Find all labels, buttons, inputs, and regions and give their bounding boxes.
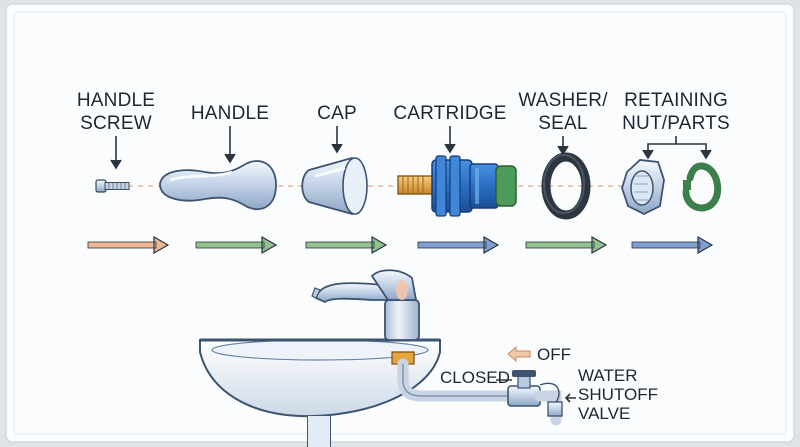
valve-label-line3: VALVE [578,404,630,423]
valve-label-line1: WATER [578,366,638,385]
part-label-handle-screw: HANDLE SCREW [77,90,155,134]
flow-arrow-outline [417,241,487,249]
label-pointers [110,126,712,170]
flow-arrow-outline [305,241,375,249]
handle-screw-icon [95,179,130,193]
water-shutoff-valve-callout: WATER SHUTOFF VALVE [564,366,658,423]
washer-seal-icon [541,152,591,220]
part-label-cartridge: CARTRIDGE [393,103,506,124]
cartridge-icon [397,155,517,217]
flow-arrow-head [371,235,388,255]
part-label-line1: HANDLE [191,103,269,124]
towel-background [5,3,795,443]
flow-arrows [87,235,714,255]
flow-arrow-head [153,235,170,255]
valve-label-line2: SHUTOFF [578,385,658,404]
closed-label: CLOSED [440,368,510,387]
flow-arrow-head [591,235,608,255]
retaining-clip-icon [682,162,722,212]
off-label: OFF [537,345,571,364]
part-label-line1: RETAINING [624,90,728,111]
part-label-cap: CAP [317,103,357,124]
part-label-line2: SEAL [538,113,587,134]
part-label-line1: WASHER/ [518,90,608,111]
part-label-washer-seal: WASHER/ SEAL [518,90,608,134]
decorative-cap-icon [301,157,368,215]
flow-arrow-outline [631,241,701,249]
flow-arrow-head [261,235,278,255]
part-label-retaining-nut-parts: RETAINING NUT/PARTS [622,90,730,134]
part-label-handle: HANDLE [191,103,269,124]
flow-arrow-head [697,235,714,255]
sink-illustration [199,269,563,447]
flow-arrow-outline [525,241,595,249]
part-label-line1: HANDLE [77,90,155,111]
part-label-line2: NUT/PARTS [622,113,730,134]
off-callout: OFF [507,345,571,364]
part-label-line1: CAP [317,103,357,124]
part-label-line2: SCREW [80,113,152,134]
towel-border [13,11,787,435]
flow-arrow-outline [195,241,265,249]
flow-arrow-head [483,235,500,255]
retaining-nut-icon [621,159,665,216]
flow-arrow-outline [87,241,157,249]
faucet-handle-icon [159,160,277,210]
closed-callout: CLOSED [440,368,512,387]
part-label-line1: CARTRIDGE [393,103,506,124]
